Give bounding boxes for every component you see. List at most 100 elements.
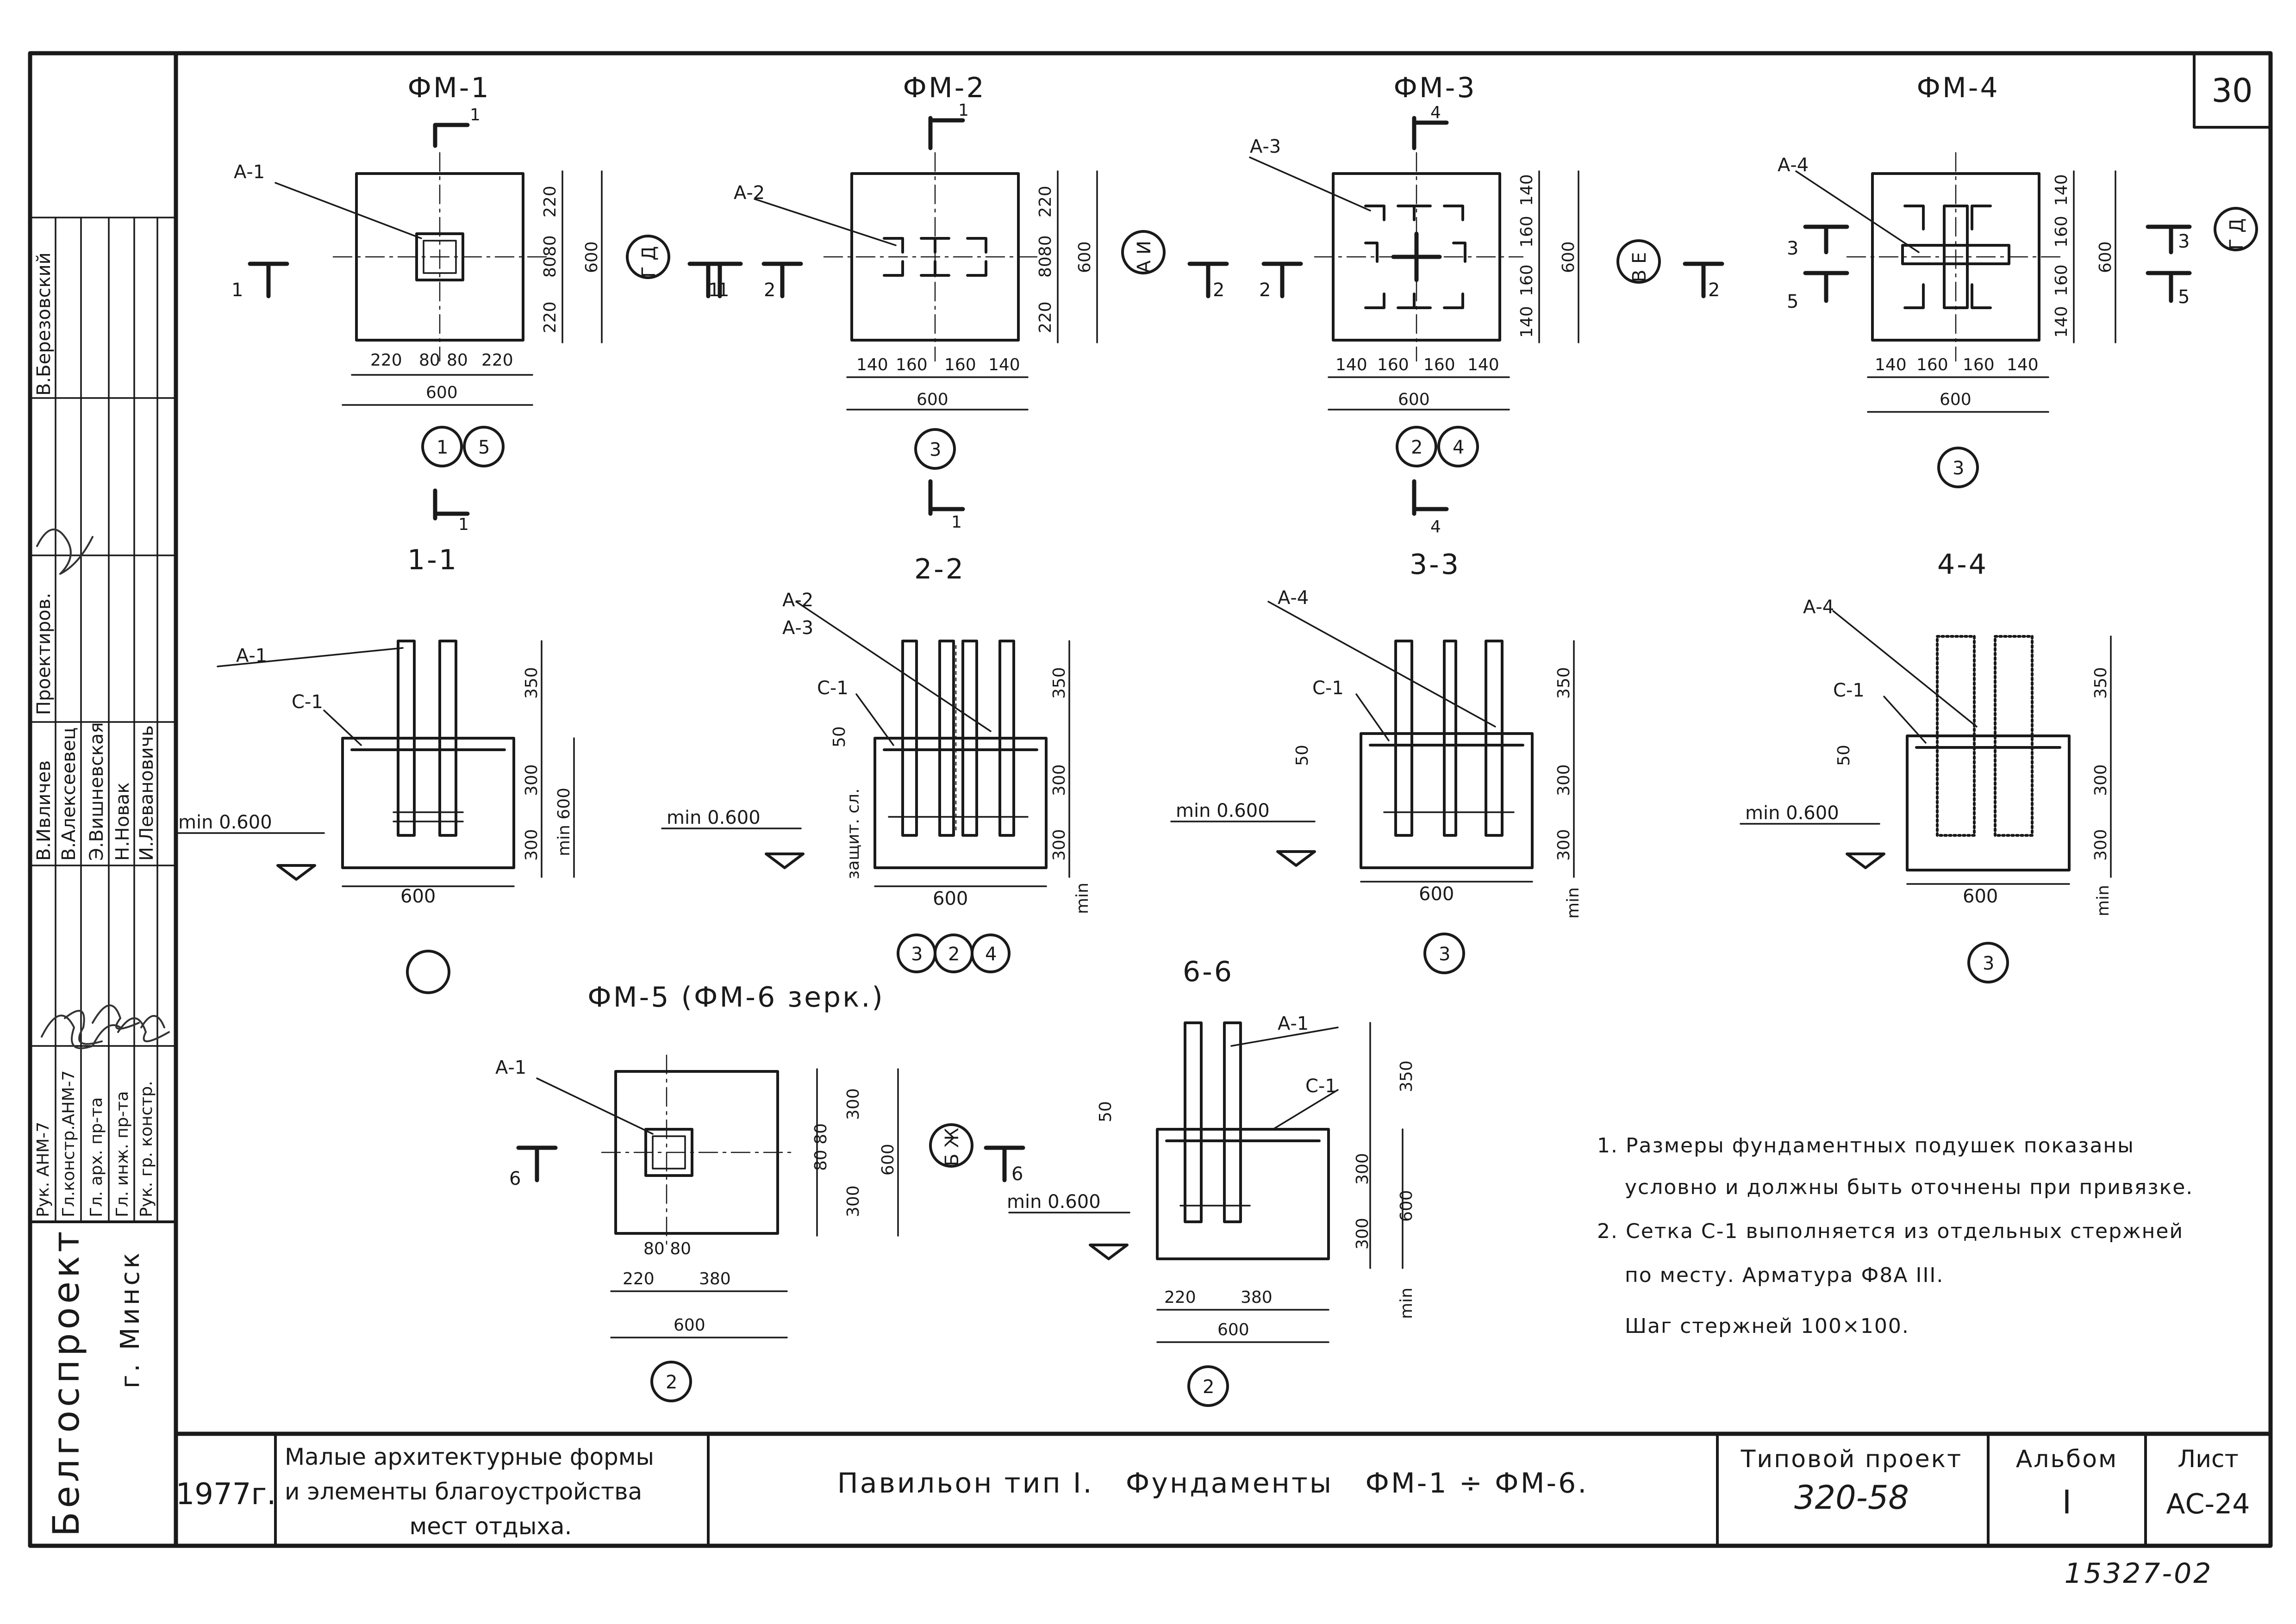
dim-fm2-600: 600 — [917, 390, 948, 409]
dim-fm4-r140b: 140 — [2052, 306, 2071, 338]
label-a3-s22: А-3 — [782, 617, 813, 639]
project-number: 320-58 — [1794, 1479, 1909, 1517]
stamp-name-6: Н.Новак — [112, 782, 133, 861]
axis-ai-fm2: А И — [1134, 241, 1155, 273]
level-s33: min 0.600 — [1176, 800, 1270, 821]
title-fm1: ФМ-1 — [407, 72, 490, 104]
label-c1-s33: С-1 — [1312, 678, 1344, 699]
axis-3-fm4: 3 — [1953, 458, 1964, 479]
cut-4-left3: 3 — [1787, 238, 1798, 259]
dim-fm5-r300a: 300 — [844, 1088, 863, 1120]
section-2-2: 2-2 А-2 А-3 С-1 защит. сл. 50 350 300 30… — [661, 553, 1092, 973]
cut-3-top: 4 — [1430, 103, 1441, 122]
axis-3-fm2: 3 — [930, 439, 941, 460]
stamp-name-7: И.Левановичь — [136, 725, 157, 861]
dim-fm3-r140b: 140 — [1517, 306, 1536, 338]
cut-3-left: 2 — [1259, 280, 1271, 301]
dim-s33-min: min — [1564, 887, 1583, 919]
level-s22: min 0.600 — [667, 807, 761, 828]
dim-fm2-140b: 140 — [988, 355, 1020, 374]
dim-fm3-600: 600 — [1398, 390, 1430, 409]
dim-fm1-220b: 220 — [481, 351, 513, 370]
dim-fm4-160a: 160 — [1916, 355, 1948, 374]
dim-s11-350: 350 — [522, 667, 541, 699]
dim-fm4-r600: 600 — [2096, 241, 2115, 273]
dim-s66-380: 380 — [1241, 1288, 1273, 1307]
note-line-2: условно и должны быть оточнены при привя… — [1625, 1176, 2193, 1199]
dim-s22-300a: 300 — [1050, 764, 1069, 796]
stamp-role-5: Рук. гр. констр. — [137, 1081, 156, 1217]
page-number-box: 30 — [2193, 52, 2272, 129]
sheet-frame — [28, 51, 2273, 1548]
dim-fm4-140b: 140 — [2007, 355, 2039, 374]
dim-fm3-r160b: 160 — [1517, 264, 1536, 296]
dim-s33-300a: 300 — [1554, 764, 1573, 796]
dim-s66-300a: 300 — [1353, 1153, 1372, 1185]
page-number: 30 — [2211, 72, 2252, 110]
axis-3-s22: 3 — [911, 944, 923, 965]
dim-fm5-220: 220 — [623, 1269, 655, 1288]
dim-s11-600: 600 — [400, 886, 436, 907]
cut-4-right3: 3 — [2178, 231, 2190, 252]
cut-4-right5: 5 — [2178, 286, 2190, 308]
dim-fm2-160a: 160 — [896, 355, 928, 374]
title-fm4: ФМ-4 — [1916, 72, 1999, 104]
dim-fm3-r600: 600 — [1559, 241, 1578, 273]
dim-fm5-380: 380 — [699, 1269, 731, 1288]
axis-2-s66: 2 — [1203, 1376, 1214, 1398]
project-label: Типовой проект — [1741, 1445, 1963, 1473]
note-line-1: 1. Размеры фундаментных подушек показаны — [1597, 1134, 2134, 1157]
dim-s44-50: 50 — [1834, 745, 1853, 766]
title-year: 1977г. — [176, 1477, 276, 1512]
level-s11: min 0.600 — [178, 812, 272, 833]
axis-ve-fm3: В Е — [1629, 252, 1650, 282]
title-s33: 3-3 — [1410, 548, 1460, 581]
plan-fm2: ФМ-2 А-2 1 1 1 2 140 160 160 140 600 220… — [699, 72, 1166, 532]
cut-2-top: 1 — [958, 101, 969, 120]
dim-fm4-160b: 160 — [1963, 355, 1995, 374]
dim-fm5-80a: 80 80 — [643, 1239, 691, 1258]
axis-2-fm3: 2 — [1411, 437, 1423, 458]
plan-fm4: ФМ-4 А-4 3 5 3 5 140 160 160 140 600 140… — [1778, 72, 2258, 488]
title-fm5: ФМ-5 (ФМ-6 зерк.) — [587, 981, 885, 1014]
stamp-city: г. Минск — [115, 1250, 145, 1388]
axis-1-fm1: 1 — [437, 437, 448, 458]
stamp-role-1: Рук. АНМ-7 — [34, 1122, 53, 1217]
dim-s44-350: 350 — [2091, 667, 2110, 699]
label-a1-s11: А-1 — [236, 645, 267, 666]
axis-2-fm5: 2 — [666, 1372, 677, 1393]
axis-4-s22: 4 — [985, 944, 997, 965]
cut-4-left5: 5 — [1787, 291, 1798, 312]
dim-fm5-600: 600 — [674, 1316, 705, 1335]
label-a4-s44: А-4 — [1803, 597, 1834, 618]
side-stamp: В.Березовский Проектиров. В.Ивличев В.Ал… — [29, 217, 177, 1537]
note-line-5: Шаг стержней 100×100. — [1625, 1314, 1909, 1338]
notes: 1. Размеры фундаментных подушек показаны… — [1597, 1134, 2193, 1338]
label-a2-s22: А-2 — [782, 590, 813, 611]
signatures — [36, 529, 170, 1049]
dim-s44-min: min — [2094, 885, 2113, 916]
dim-fm2-r220b: 220 — [1036, 301, 1055, 333]
dim-fm3-140b: 140 — [1467, 355, 1499, 374]
title-s22: 2-2 — [914, 553, 965, 585]
dim-fm3-r140a: 140 — [1517, 174, 1536, 206]
dim-s44-300a: 300 — [2091, 764, 2110, 796]
axis-gd-fm4: Г Д — [2226, 218, 2247, 250]
label-a2-fm2: А-2 — [734, 182, 765, 204]
plan-fm3: ФМ-3 А-3 4 4 2 2 2 140 160 160 140 600 1… — [1187, 72, 1724, 536]
sheet-value: АС-24 — [2166, 1488, 2250, 1520]
dim-fm1-r220a: 220 — [541, 186, 560, 218]
cut-2-left-num: 1 — [708, 280, 720, 301]
plan-fm1: ФМ-1 А-1 1 1 1 1 220 80 80 220 600 220 8… — [231, 72, 729, 534]
dim-fm1-r220b: 220 — [541, 301, 560, 333]
title-s66: 6-6 — [1183, 956, 1234, 988]
label-protective-s22: защит. сл. — [844, 788, 863, 879]
axis-gd-fm1: Г Д — [638, 246, 660, 278]
stamp-role-2: Гл.констр.АНМ-7 — [59, 1070, 78, 1217]
drawing-title: Павильон тип I. Фундаменты ФМ-1 ÷ ФМ-6. — [837, 1467, 1589, 1500]
section-1-1: 1-1 А-1 С-1 350 300 300 min 600 min 0.60… — [175, 544, 575, 994]
level-s44: min 0.600 — [1745, 803, 1839, 824]
dim-fm4-600: 600 — [1940, 390, 1972, 409]
dim-s66-220: 220 — [1164, 1288, 1196, 1307]
title-fm2: ФМ-2 — [903, 72, 986, 104]
